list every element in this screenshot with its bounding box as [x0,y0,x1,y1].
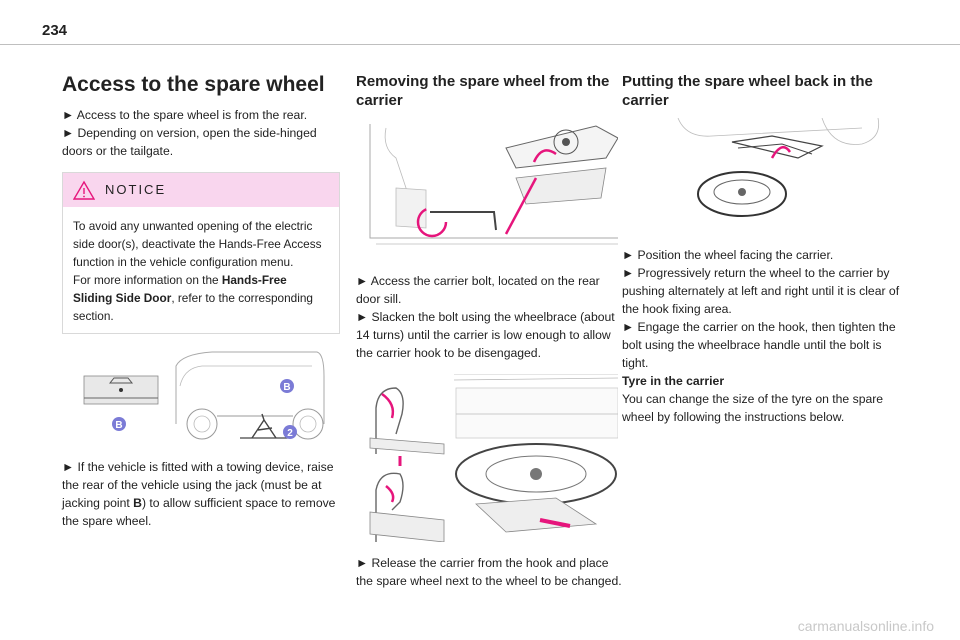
badge-b-label-2: B [283,382,290,393]
rotate-arrow-icon [416,206,448,238]
column-2: Removing the spare wheel from the carrie… [356,72,624,590]
slide-arrow-icon [539,518,571,528]
column-1: Access to the spare wheel ► Access to th… [62,72,340,530]
return-arrow-icon [770,145,792,159]
badge-b-icon-2 [280,379,294,393]
pointer-line [504,177,538,235]
bullet-2: ► Slacken the bolt using the wheelbrace … [356,310,615,360]
subheading-tyre: Tyre in the carrier [622,374,725,388]
bullet-3: ► Engage the carrier on the hook, then t… [622,320,896,370]
notice-label: NOTICE [105,182,167,197]
caption-suffix: ) to allow sufficient space to remove th… [62,496,336,528]
bullet-2: ► Depending on version, open the side-hi… [62,126,317,158]
bullet-1: ► Position the wheel facing the carrier. [622,248,834,262]
wheel-return-illustration [677,118,880,217]
hook-arrow-icon-2 [385,485,395,503]
column-3: Putting the spare wheel back in the carr… [622,72,902,426]
hook-release-illustration [366,374,618,542]
caption-prefix: ► If the vehicle is fitted with a towing… [62,460,334,510]
bullet-1: ► Access to the spare wheel is from the … [62,108,308,122]
lift-arrow-icon [532,149,557,163]
notice-body: To avoid any unwanted opening of the ele… [63,207,339,333]
badge-b-icon [112,417,126,431]
hook-arrow-icon [381,392,395,419]
notice-text-2-bold: Hands-Free Sliding Side Door [73,273,287,305]
notice-text-2-prefix: For more information on the [73,273,222,287]
bullet-2: ► Progressively return the wheel to the … [622,266,900,316]
carrier-bolt-illustration [366,118,618,258]
section-title: Access to the spare wheel [62,73,325,96]
notice-header: NOTICE [63,173,339,207]
section-title-putting-back: Putting the spare wheel back in the carr… [622,73,873,109]
notice-box: NOTICE To avoid any unwanted opening of … [62,172,340,334]
warning-triangle-icon [73,180,95,200]
bullet-1: ► Access the carrier bolt, located on th… [356,274,600,306]
section-title-removing: Removing the spare wheel from the carrie… [356,73,610,109]
subtext-tyre: You can change the size of the tyre on t… [622,392,884,424]
caption-bold: B [133,496,142,510]
notice-text-2: For more information on the Hands-Free S… [73,271,329,325]
notice-text-2-suffix: , refer to the corresponding section. [73,291,313,323]
release-caption: ► Release the carrier from the hook and … [356,556,622,588]
badge-2-label: 2 [287,428,293,439]
watermark: carmanualsonline.info [797,618,934,634]
notice-text-1: To avoid any unwanted opening of the ele… [73,219,322,269]
badge-2-icon [283,425,297,439]
jacking-point-illustration: B B 2 [83,351,325,440]
page-number: 234 [42,22,68,39]
jacking-caption: ► If the vehicle is fitted with a towing… [62,458,340,530]
top-rule [0,44,960,45]
badge-b-label: B [115,420,122,431]
